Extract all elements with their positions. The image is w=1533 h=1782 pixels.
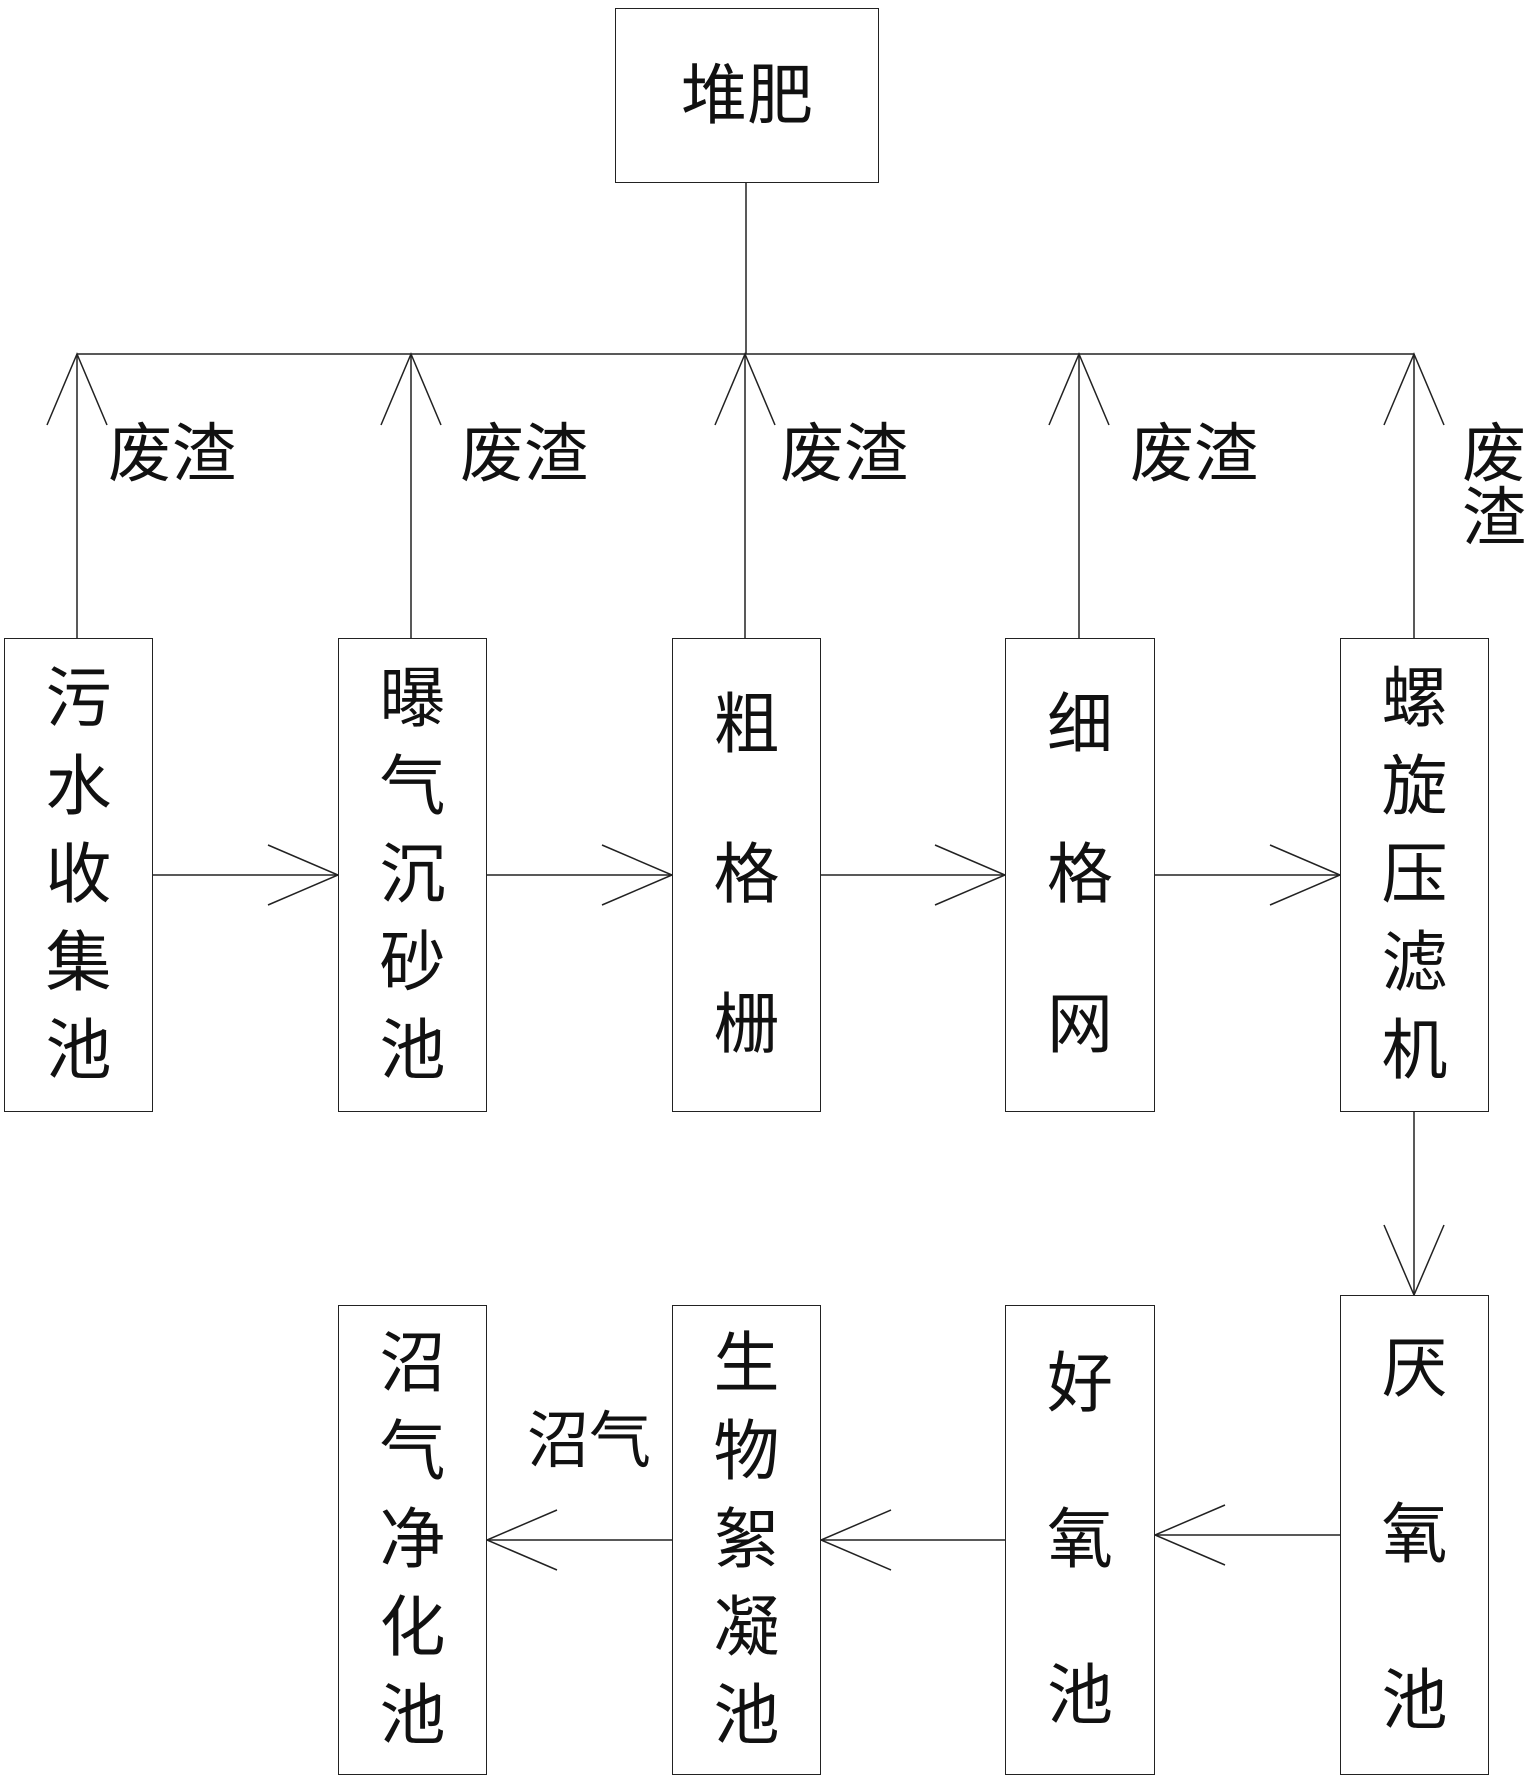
anaerobic-tank-box: 厌氧池 bbox=[1340, 1295, 1489, 1775]
char: 机 bbox=[1381, 1012, 1448, 1089]
char: 好 bbox=[1047, 1345, 1113, 1422]
char: 池 bbox=[45, 1012, 112, 1089]
char: 化 bbox=[379, 1589, 446, 1666]
char: 渣 bbox=[1194, 418, 1258, 492]
char: 渣 bbox=[172, 418, 236, 492]
char: 沉 bbox=[379, 836, 446, 913]
fine-mesh-label: 细格网 bbox=[1047, 692, 1113, 1058]
sewage-collection-tank-box: 污水收集池 bbox=[4, 638, 153, 1112]
char: 生 bbox=[713, 1325, 780, 1402]
aerobic-tank-label: 好氧池 bbox=[1047, 1351, 1113, 1729]
screw-filter-press-box: 螺旋压滤机 bbox=[1340, 638, 1489, 1112]
sewage-collection-tank-label: 污水收集池 bbox=[46, 666, 112, 1084]
waste-label-4: 废渣 bbox=[1130, 423, 1258, 487]
waste-label-text: 废渣 bbox=[1462, 423, 1533, 551]
flow-arrow-4-5 bbox=[1155, 844, 1342, 906]
char: 池 bbox=[713, 1677, 780, 1754]
waste-arrow-3 bbox=[714, 352, 776, 638]
waste-label-1: 废渣 bbox=[108, 423, 236, 487]
waste-arrow-2 bbox=[380, 352, 442, 638]
aerated-grit-chamber-box: 曝气沉砂池 bbox=[338, 638, 487, 1112]
biogas-label: 沼气 bbox=[527, 1404, 652, 1477]
aerated-grit-chamber-label: 曝气沉砂池 bbox=[380, 666, 446, 1084]
char: 渣 bbox=[844, 418, 908, 492]
waste-label-text: 废渣 bbox=[460, 423, 588, 487]
char: 旋 bbox=[1381, 748, 1448, 825]
char: 池 bbox=[379, 1012, 446, 1089]
bioflocculation-tank-label: 生物絮凝池 bbox=[714, 1331, 780, 1749]
waste-label-text: 废渣 bbox=[1130, 423, 1258, 487]
waste-label-5: 废渣 bbox=[1462, 423, 1533, 551]
anaerobic-tank-label: 厌氧池 bbox=[1382, 1336, 1448, 1734]
bioflocculation-tank-box: 生物絮凝池 bbox=[672, 1305, 821, 1775]
char: 沼 bbox=[379, 1325, 446, 1402]
char: 污 bbox=[45, 660, 112, 737]
screw-filter-press-label: 螺旋压滤机 bbox=[1382, 666, 1448, 1084]
char: 池 bbox=[1047, 1657, 1113, 1734]
char: 池 bbox=[1381, 1662, 1448, 1739]
flow-arrow-2-3 bbox=[487, 844, 674, 906]
char: 氧 bbox=[1381, 1496, 1448, 1573]
char: 净 bbox=[379, 1501, 446, 1578]
char: 曝 bbox=[379, 660, 446, 737]
flow-arrow-anaerobic-aerobic bbox=[1153, 1504, 1340, 1566]
waste-label-3: 废渣 bbox=[780, 423, 908, 487]
flow-arrow-3-4 bbox=[821, 844, 1007, 906]
char: 气 bbox=[379, 748, 446, 825]
char: 收 bbox=[45, 836, 112, 913]
char: 粗 bbox=[713, 686, 780, 763]
char: 螺 bbox=[1381, 660, 1448, 737]
char: 物 bbox=[713, 1413, 780, 1490]
biogas-purification-tank-box: 沼气净化池 bbox=[338, 1305, 487, 1775]
char: 格 bbox=[1047, 836, 1113, 913]
compost-box: 堆肥 bbox=[615, 8, 879, 183]
char: 细 bbox=[1047, 686, 1113, 763]
char: 集 bbox=[45, 924, 112, 1001]
aerobic-tank-box: 好氧池 bbox=[1005, 1305, 1155, 1775]
char: 滤 bbox=[1381, 924, 1448, 1001]
waste-arrow-1 bbox=[46, 352, 108, 638]
char: 絮 bbox=[713, 1501, 780, 1578]
char: 压 bbox=[1381, 836, 1448, 913]
waste-label-2: 废渣 bbox=[460, 423, 588, 487]
flow-arrow-aerobic-bio bbox=[819, 1509, 1005, 1571]
char: 废 bbox=[108, 418, 172, 492]
waste-label-text: 废渣 bbox=[780, 423, 908, 487]
biogas-purification-tank-label: 沼气净化池 bbox=[380, 1331, 446, 1749]
coarse-grille-box: 粗格栅 bbox=[672, 638, 821, 1112]
compost-label: 堆肥 bbox=[681, 56, 813, 134]
char: 栅 bbox=[713, 986, 780, 1063]
char: 渣 bbox=[1462, 482, 1526, 556]
char: 池 bbox=[379, 1677, 446, 1754]
flow-arrow-1-2 bbox=[153, 844, 340, 906]
flow-arrow-bio-biogas bbox=[485, 1509, 672, 1571]
fine-mesh-box: 细格网 bbox=[1005, 638, 1155, 1112]
char: 格 bbox=[713, 836, 780, 913]
char: 废 bbox=[460, 418, 524, 492]
char: 废 bbox=[1130, 418, 1194, 492]
flow-arrow-down bbox=[1383, 1112, 1445, 1297]
waste-arrow-5 bbox=[1383, 352, 1445, 638]
coarse-grille-label: 粗格栅 bbox=[714, 692, 780, 1058]
char: 废 bbox=[1462, 418, 1526, 492]
char: 网 bbox=[1047, 986, 1113, 1063]
char: 厌 bbox=[1381, 1330, 1448, 1407]
char: 废 bbox=[780, 418, 844, 492]
char: 砂 bbox=[379, 924, 446, 1001]
waste-arrow-4 bbox=[1048, 352, 1110, 638]
char: 气 bbox=[379, 1413, 446, 1490]
char: 氧 bbox=[1047, 1501, 1113, 1578]
char: 凝 bbox=[713, 1589, 780, 1666]
char: 渣 bbox=[524, 418, 588, 492]
waste-label-text: 废渣 bbox=[108, 423, 236, 487]
char: 水 bbox=[45, 748, 112, 825]
